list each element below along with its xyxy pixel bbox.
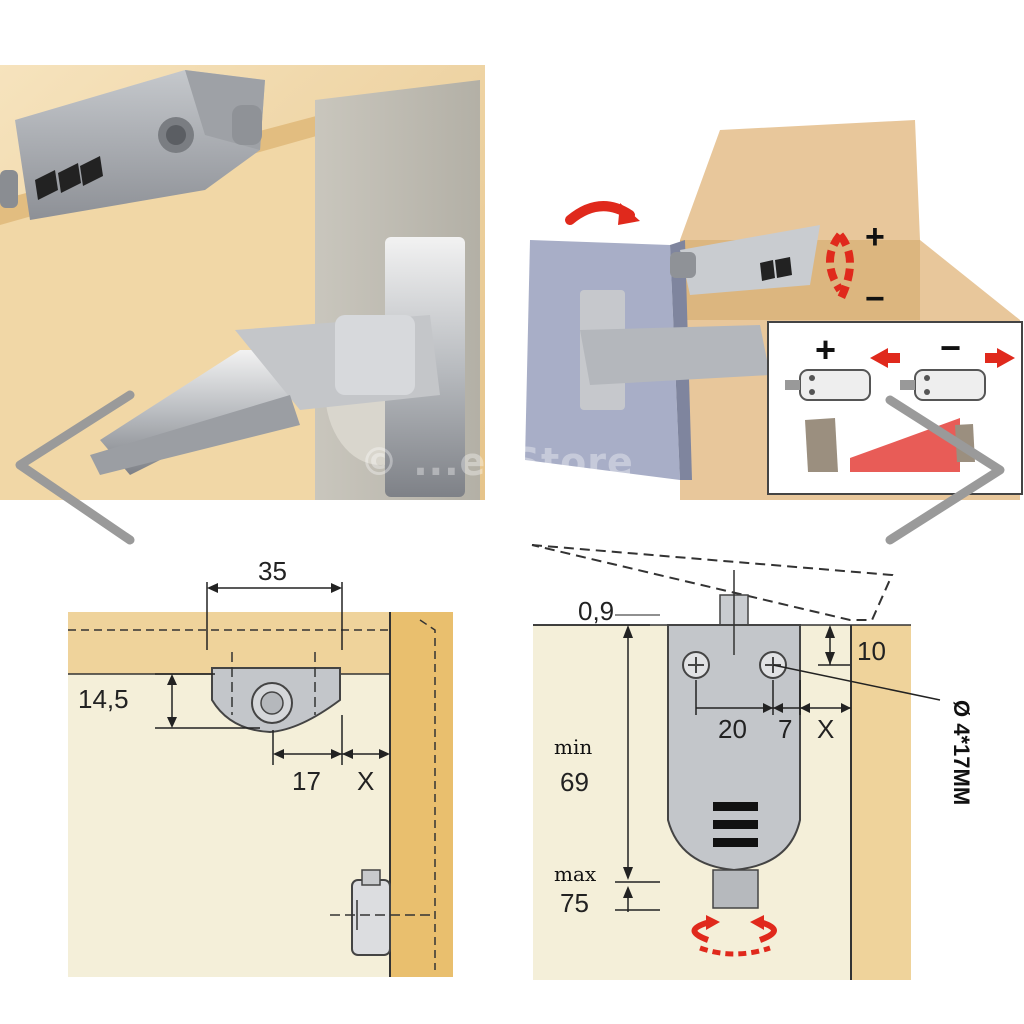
screw-spec-label: Ø 4*17MM xyxy=(949,700,974,805)
latch-top-view xyxy=(211,652,341,734)
watermark-text: © ...ekStore xyxy=(360,440,634,484)
min-value: 69 xyxy=(560,767,589,797)
dim-offset-label: 17 xyxy=(292,766,321,796)
next-image-button[interactable] xyxy=(880,395,1020,575)
min-label: min xyxy=(554,735,592,759)
rotate-minus-label: − xyxy=(865,280,885,318)
chevron-left-icon xyxy=(15,390,135,545)
chevron-right-icon xyxy=(885,395,1005,545)
dim-edge-label: 10 xyxy=(857,636,886,666)
previous-image-button[interactable] xyxy=(0,390,140,570)
photo-latch-installation: + − + − xyxy=(520,100,1024,500)
dim-hole-edge-label: 7 xyxy=(778,714,792,744)
max-label: max xyxy=(554,862,597,886)
push-latch-photo xyxy=(0,70,265,220)
dim-depth-label: 14,5 xyxy=(78,684,129,714)
dim-x-label-left: X xyxy=(357,766,374,796)
photo-cabinet-hinge xyxy=(0,65,485,500)
latch-side-small xyxy=(330,869,430,956)
rotate-plus-label: + xyxy=(865,218,885,256)
push-latch-installed xyxy=(670,225,820,295)
diagram-top-view: 35 14,5 17 X xyxy=(0,540,470,990)
dim-top-gap-label: 0,9 xyxy=(578,596,614,626)
concealed-hinge-photo xyxy=(90,237,465,497)
inset-plus-label: + xyxy=(815,329,836,370)
dim-width-label: 35 xyxy=(258,556,287,586)
inset-minus-label: − xyxy=(940,327,961,368)
diagram-front-view: 0,9 min 69 max 75 10 20 7 X xyxy=(520,520,1024,990)
dim-x-label-right: X xyxy=(817,714,834,744)
max-value: 75 xyxy=(560,888,589,918)
dim-hole-spacing-label: 20 xyxy=(718,714,747,744)
